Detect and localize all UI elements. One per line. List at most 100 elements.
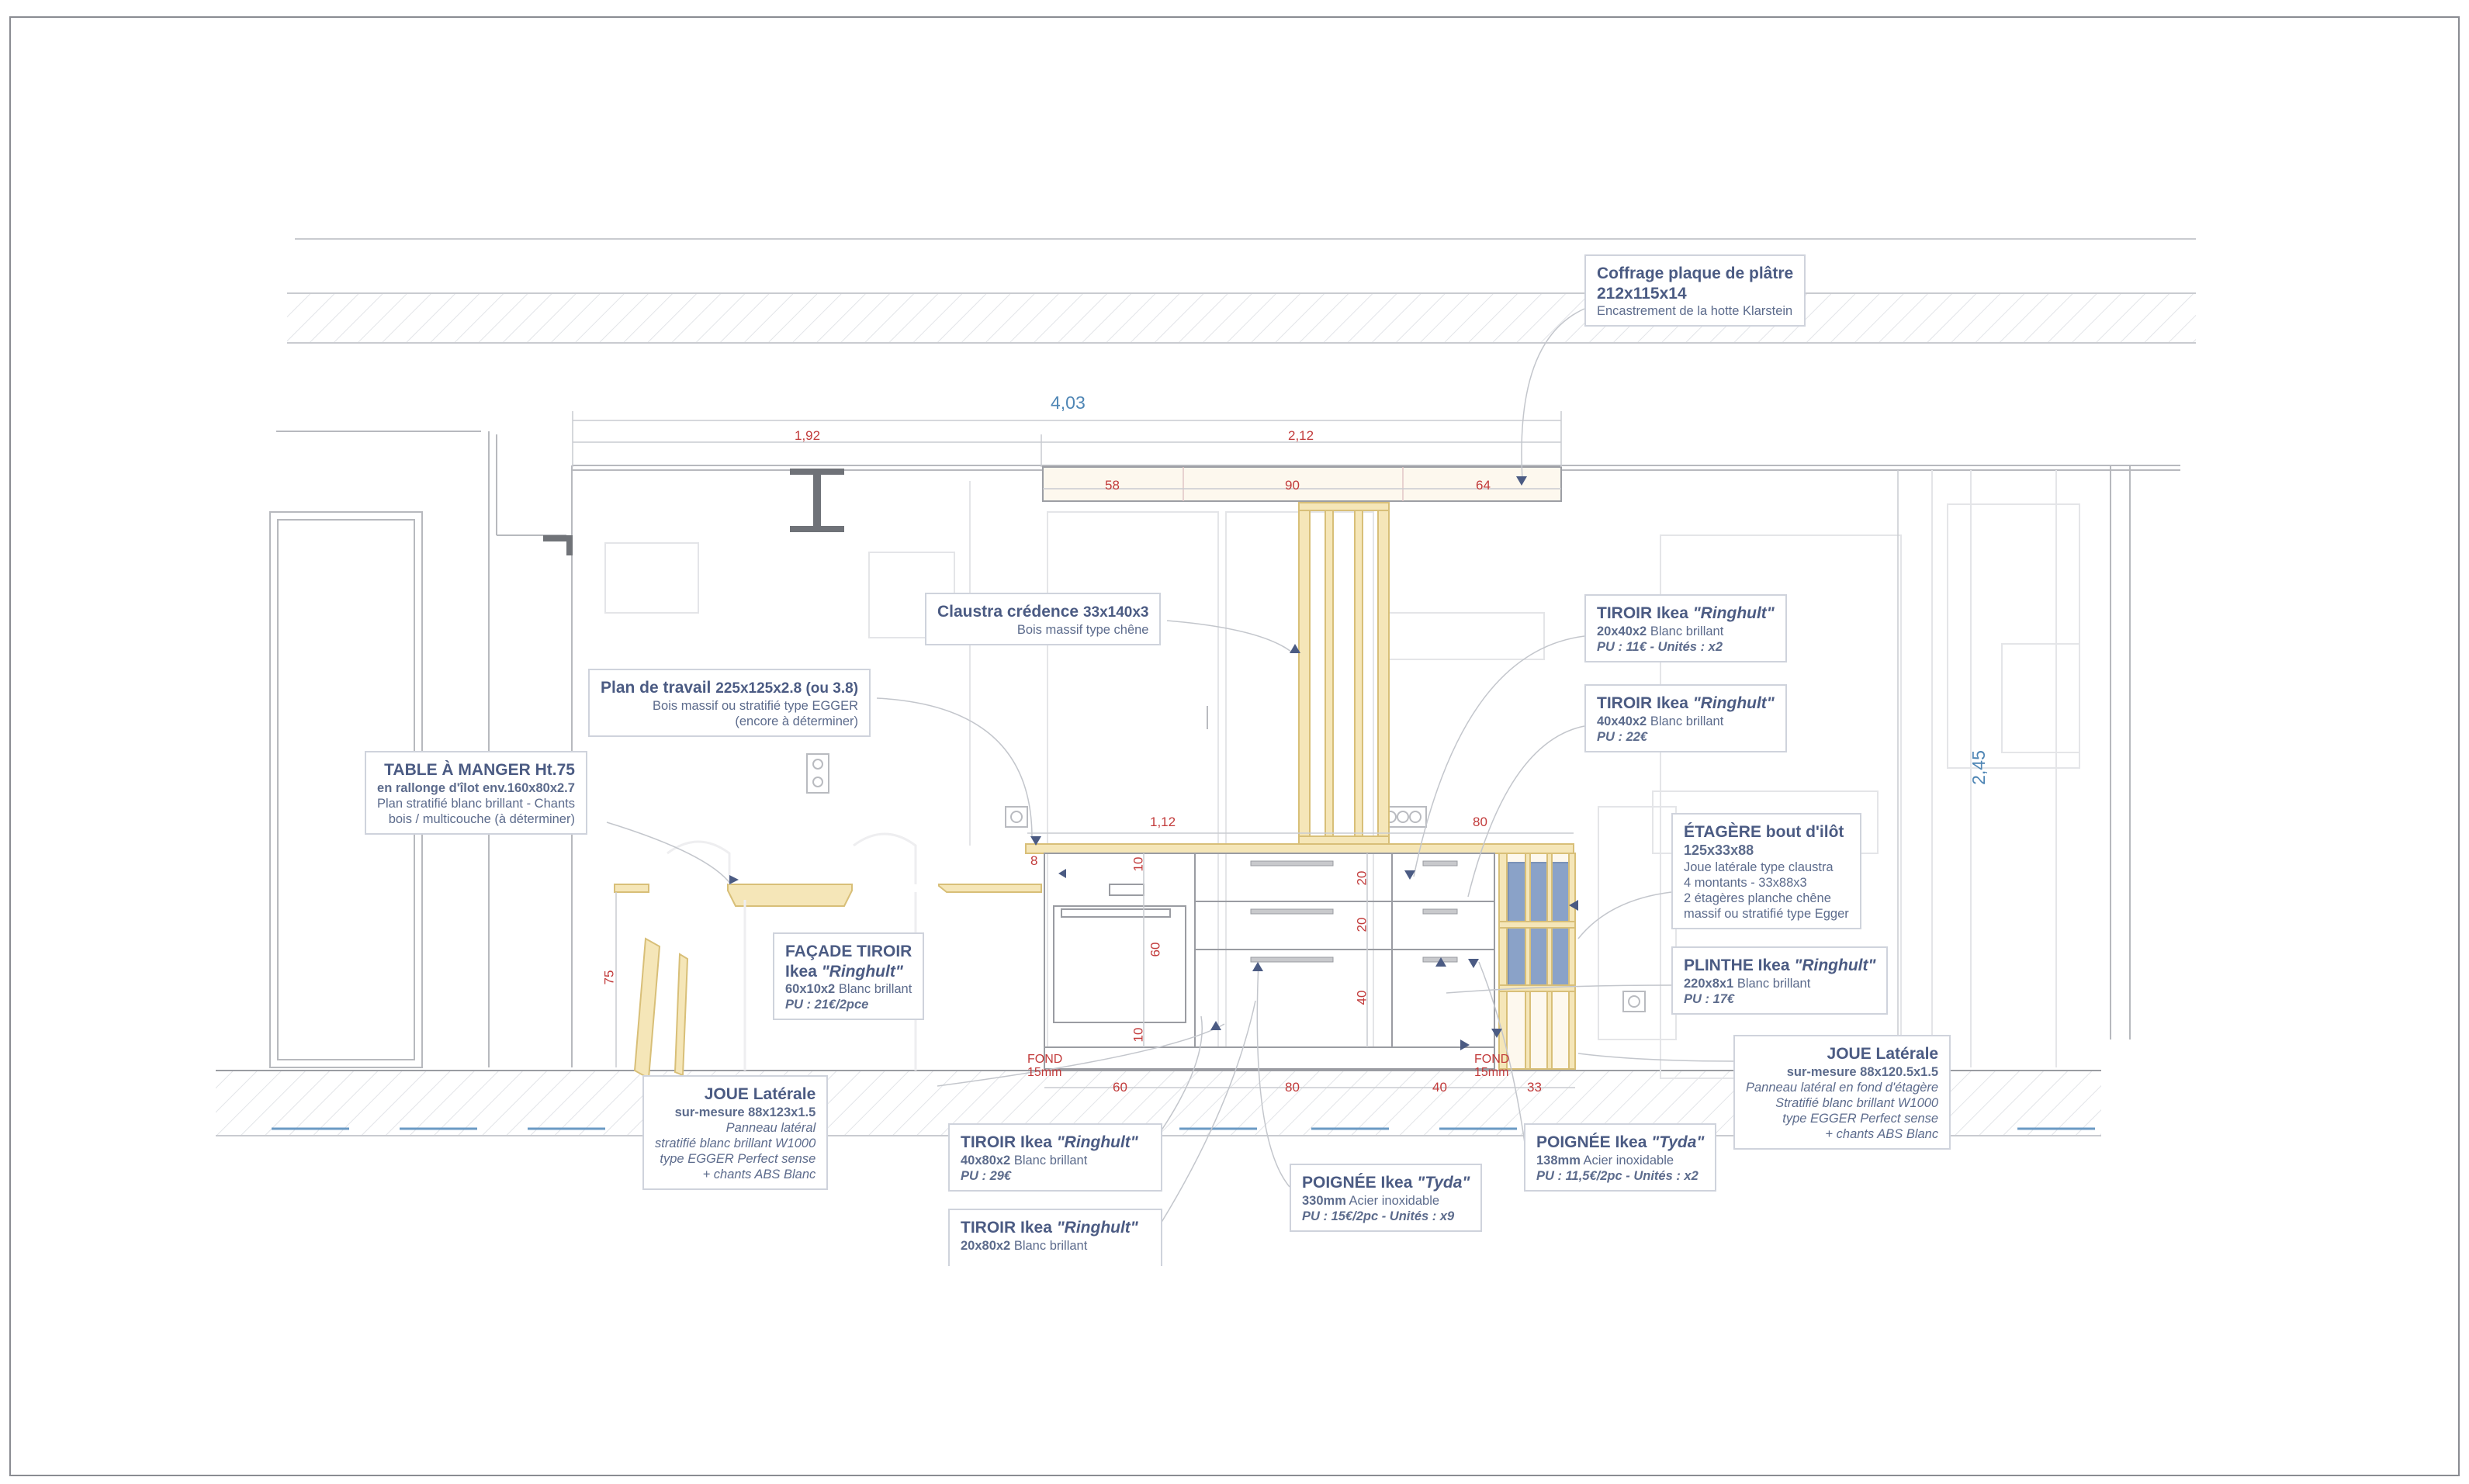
label-tiroir-20x40: TIROIR Ikea "Ringhult" 20x40x2 Blanc bri… [1584, 594, 1787, 662]
dim-col-20a: 20 [1354, 870, 1370, 886]
dim-hood-left: 58 [1105, 478, 1120, 493]
label-tiroir-40x80: TIROIR Ikea "Ringhult" 40x80x2 Blanc bri… [948, 1123, 1162, 1192]
label-tiroir-20x80-brand: TIROIR Ikea [961, 1219, 1057, 1237]
label-poignee-330-dims: 330mm [1302, 1193, 1346, 1208]
label-plinthe-dims: 220x8x1 [1684, 976, 1734, 991]
label-joue-right-desc3: type EGGER Perfect sense [1782, 1111, 1939, 1126]
label-tiroir-40x40-price: PU : 22€ [1597, 729, 1648, 744]
leader-lines [606, 308, 1734, 1234]
label-joue-left: JOUE Latérale sur-mesure 88x123x1.5 Pann… [642, 1075, 829, 1191]
label-claustra-title-line: Claustra crédence 33x140x3 [937, 602, 1148, 622]
dim-bottom-60: 60 [1113, 1080, 1127, 1095]
label-tiroir-20x80: TIROIR Ikea "Ringhult" 20x80x2 Blanc bri… [948, 1209, 1162, 1266]
label-plinthe-model: "Ringhult" [1794, 956, 1876, 974]
dim-bottom-40: 40 [1432, 1080, 1447, 1095]
label-etagere-desc3: 2 étagères planche chêne [1684, 891, 1831, 905]
label-poignee-330: POIGNÉE Ikea "Tyda" 330mm Acier inoxidab… [1290, 1164, 1483, 1232]
label-poignee-138-price: PU : 11,5€/2pc - Unités : x2 [1536, 1168, 1699, 1183]
dim-left-width: 1,92 [795, 428, 821, 443]
dim-height: 2,45 [1968, 750, 1989, 785]
label-poignee-138-brand: POIGNÉE Ikea [1536, 1133, 1652, 1151]
label-claustra-desc: Bois massif type chêne [1016, 622, 1149, 637]
label-facade-model: "Ringhult" [821, 962, 903, 981]
label-tiroir-40x80-dims: 40x80x2 [961, 1153, 1011, 1167]
label-plan-travail-desc1: Bois massif ou stratifié type EGGER [653, 698, 859, 713]
label-tiroir-20x80-dims: 20x80x2 [961, 1238, 1011, 1253]
dim-col-40: 40 [1354, 990, 1370, 1005]
label-facade-spec: 60x10x2 Blanc brillant [785, 981, 912, 997]
label-tiroir-40x80-price: PU : 29€ [961, 1168, 1012, 1183]
label-etagere-desc2: 4 montants - 33x88x3 [1684, 875, 1807, 890]
label-joue-left-desc1: Panneau latéral [725, 1120, 816, 1135]
label-poignee-138-model: "Tyda" [1651, 1133, 1705, 1151]
dim-island-right: 80 [1473, 815, 1487, 829]
label-joue-right-desc4: + chants ABS Blanc [1825, 1127, 1939, 1142]
dim-right-width: 2,12 [1288, 428, 1314, 443]
label-facade-dims: 60x10x2 [785, 982, 836, 997]
label-tiroir-40x80-model: "Ringhult" [1056, 1133, 1138, 1151]
label-facade-price: PU : 21€/2pce [785, 998, 869, 1012]
label-tiroir-20x80-finish: Blanc brillant [1010, 1238, 1088, 1253]
label-joue-left-title: JOUE Latérale [704, 1085, 816, 1103]
label-poignee-330-title: POIGNÉE Ikea "Tyda" [1302, 1173, 1470, 1193]
dim-hood-center: 90 [1285, 478, 1300, 493]
label-tiroir-40x80-finish: Blanc brillant [1010, 1153, 1088, 1167]
label-plan-travail-dims: 225x125x2.8 (ou 3.8) [715, 680, 859, 697]
label-tiroir-40x80-brand: TIROIR Ikea [961, 1133, 1057, 1151]
end-shelf [1498, 853, 1576, 1070]
label-tiroir-20x40-title: TIROIR Ikea "Ringhult" [1597, 604, 1775, 624]
label-tiroir-40x40-spec: 40x40x2 Blanc brillant [1597, 714, 1775, 729]
label-plan-travail-title-line: Plan de travail 225x125x2.8 (ou 3.8) [601, 678, 858, 698]
label-plan-travail-title: Plan de travail [601, 679, 712, 697]
label-claustra: Claustra crédence 33x140x3 Bois massif t… [925, 593, 1162, 645]
label-facade-title: FAÇADE TIROIR [785, 943, 912, 960]
label-joue-left-desc4: + chants ABS Blanc [702, 1167, 816, 1182]
label-etagere-desc4: massif ou stratifié type Egger [1684, 906, 1849, 921]
label-joue-left-desc3: type EGGER Perfect sense [660, 1151, 816, 1166]
label-plinthe-finish: Blanc brillant [1733, 976, 1811, 991]
label-tiroir-20x80-spec: 20x80x2 Blanc brillant [961, 1238, 1150, 1254]
label-tiroir-20x40-price: PU : 11€ - Unités : x2 [1597, 639, 1723, 654]
label-plinthe-title: PLINTHE Ikea "Ringhult" [1684, 956, 1875, 976]
label-plinthe-brand: PLINTHE Ikea [1684, 956, 1795, 974]
label-joue-right-desc2: Stratifié blanc brillant W1000 [1775, 1095, 1939, 1110]
dim-table-height: 75 [601, 970, 617, 985]
dim-col-20b: 20 [1354, 917, 1370, 932]
label-table-desc1: Plan stratifié blanc brillant - Chants [377, 796, 575, 811]
steel-beam [790, 469, 844, 532]
label-etagere: ÉTAGÈRE bout d'ilôt 125x33x88 Joue latér… [1671, 813, 1861, 930]
label-joue-right-title: JOUE Latérale [1827, 1045, 1939, 1063]
label-joue-right: JOUE Latérale sur-mesure 88x120.5x1.5 Pa… [1733, 1035, 1951, 1150]
dimension-lines [572, 411, 1899, 1088]
hood-boxing [1042, 466, 1562, 502]
label-poignee-330-spec: 330mm Acier inoxidable [1302, 1193, 1470, 1209]
label-tiroir-40x40-model: "Ringhult" [1692, 694, 1775, 712]
label-table-title: TABLE À MANGER Ht.75 [384, 761, 575, 779]
dim-offset-8: 8 [1030, 853, 1038, 868]
label-etagere-dims: 125x33x88 [1684, 842, 1754, 858]
label-tiroir-40x40-dims: 40x40x2 [1597, 714, 1647, 728]
label-tiroir-40x40-finish: Blanc brillant [1647, 714, 1724, 728]
label-plinthe-spec: 220x8x1 Blanc brillant [1684, 976, 1875, 991]
label-tiroir-20x80-title: TIROIR Ikea "Ringhult" [961, 1218, 1150, 1238]
label-joue-left-desc2: stratifié blanc brillant W1000 [655, 1136, 816, 1150]
label-poignee-330-finish: Acier inoxidable [1345, 1193, 1440, 1208]
label-poignee-138-dims: 138mm [1536, 1153, 1581, 1167]
dim-drawer-top: 10 [1131, 856, 1146, 872]
label-facade-finish: Blanc brillant [835, 982, 912, 997]
label-coffrage: Coffrage plaque de plâtre 212x115x14 Enc… [1584, 254, 1806, 327]
label-table-sub: en rallonge d'îlot env.160x80x2.7 [377, 780, 575, 795]
label-plinthe: PLINTHE Ikea "Ringhult" 220x8x1 Blanc br… [1671, 946, 1889, 1015]
label-poignee-138-title: POIGNÉE Ikea "Tyda" [1536, 1133, 1704, 1153]
label-table-desc2: bois / multicouche (à déterminer) [388, 811, 575, 826]
label-poignee-330-brand: POIGNÉE Ikea [1302, 1174, 1418, 1192]
dim-drawer-mid: 60 [1148, 942, 1163, 957]
label-joue-right-sub: sur-mesure 88x120.5x1.5 [1786, 1064, 1939, 1079]
ceiling-slab [287, 293, 2196, 343]
label-table: TABLE À MANGER Ht.75 en rallonge d'îlot … [365, 751, 587, 835]
dim-fond-left: FOND 15mm [1027, 1053, 1063, 1079]
label-poignee-138-spec: 138mm Acier inoxidable [1536, 1153, 1704, 1168]
label-poignee-138-finish: Acier inoxidable [1580, 1153, 1674, 1167]
label-claustra-dims: 33x140x3 [1082, 604, 1149, 621]
label-poignee-330-model: "Tyda" [1417, 1174, 1470, 1192]
